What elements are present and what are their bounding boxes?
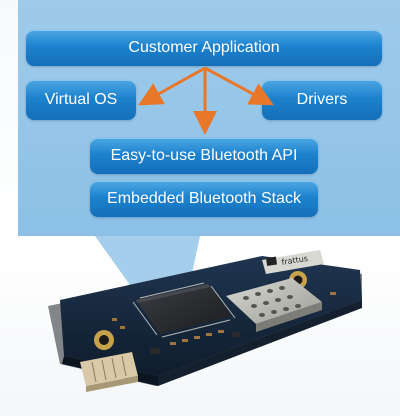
- drivers-layer: Drivers: [262, 80, 382, 120]
- drivers-label: Drivers: [296, 91, 348, 108]
- rf-shield-can: [226, 278, 322, 324]
- virtual-os-layer: Virtual OS: [26, 80, 136, 120]
- module-brand-label: frattus: [281, 254, 309, 267]
- customer-application-label: Customer Application: [128, 39, 280, 56]
- bluetooth-stack-label: Embedded Bluetooth Stack: [107, 190, 301, 207]
- bluetooth-chip-module: [262, 250, 324, 274]
- bluetooth-api-label: Easy-to-use Bluetooth API: [110, 147, 298, 164]
- bluetooth-module-board: frattus: [48, 250, 362, 392]
- board-connector: [80, 352, 138, 386]
- bluetooth-api-layer: Easy-to-use Bluetooth API: [90, 138, 318, 174]
- virtual-os-label: Virtual OS: [44, 91, 118, 108]
- customer-application-layer: Customer Application: [26, 30, 382, 66]
- bluetooth-stack-layer: Embedded Bluetooth Stack: [90, 181, 318, 217]
